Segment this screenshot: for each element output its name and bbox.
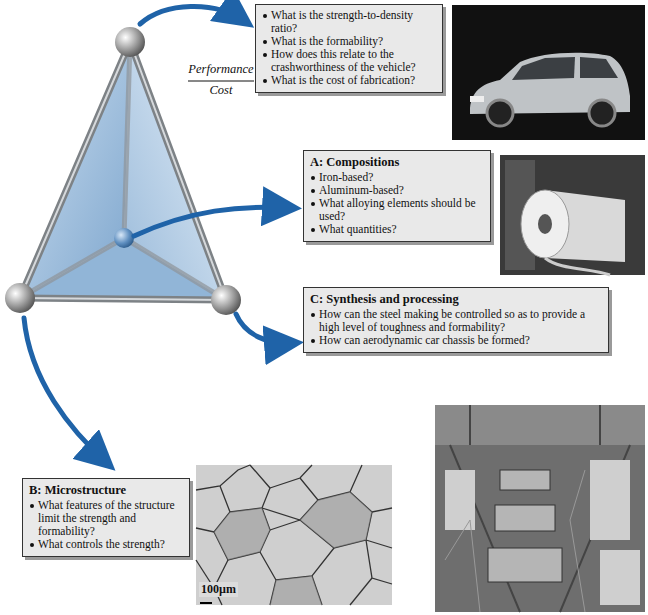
bullet-text: What controls the strength?: [38, 538, 165, 550]
bullet-row: How can the steel making be controlled s…: [310, 308, 602, 334]
bullet-text: Aluminum-based?: [319, 184, 404, 196]
bullet-row: How does this relate to the crashworthin…: [262, 48, 436, 74]
bullet-text: What is the strength-to-density ratio?: [271, 9, 413, 34]
bullet-dot: [263, 79, 267, 83]
bullet-text: What is the formability?: [271, 35, 383, 47]
bullet-dot: [311, 228, 315, 232]
bullet-text: How can the steel making be controlled s…: [319, 308, 585, 333]
box-heading: B: Microstructure: [29, 483, 183, 498]
bullet-text: What is the cost of fabrication?: [271, 74, 415, 86]
bullet-text: What quantities?: [319, 223, 397, 235]
bullet-text: How can aerodynamic car chassis be forme…: [319, 334, 530, 346]
bullet-row: What features of the structure limit the…: [29, 499, 183, 538]
bullet-dot: [311, 189, 315, 193]
bullet-dot: [263, 40, 267, 44]
bullet-row: What controls the strength?: [29, 538, 183, 551]
processing-box: C: Synthesis and processingHow can the s…: [303, 287, 609, 353]
bullet-text: How does this relate to the crashworthin…: [271, 48, 416, 73]
ratio-label: Cost: [186, 83, 256, 98]
bullet-row: How can aerodynamic car chassis be forme…: [310, 334, 602, 347]
bullet-dot: [311, 202, 315, 206]
bullet-row: Aluminum-based?: [310, 184, 484, 197]
bullet-text: Iron-based?: [319, 171, 373, 183]
bullet-row: What is the strength-to-density ratio?: [262, 9, 436, 35]
bullet-dot: [311, 339, 315, 343]
bullet-row: What quantities?: [310, 223, 484, 236]
scale-label: 100µm: [199, 582, 238, 597]
bullet-dot: [263, 14, 267, 18]
box-heading: A: Compositions: [310, 155, 484, 170]
bullet-dot: [30, 543, 34, 547]
bullet-row: Iron-based?: [310, 171, 484, 184]
microstructure-box: B: MicrostructureWhat features of the st…: [22, 478, 190, 557]
bullet-dot: [263, 53, 267, 57]
bullet-dot: [311, 313, 315, 317]
ratio-label: Performance: [186, 62, 256, 77]
bullet-row: What is the cost of fabrication?: [262, 74, 436, 87]
bullet-text: What features of the structure limit the…: [38, 499, 175, 537]
bullet-dot: [311, 176, 315, 180]
box-heading: C: Synthesis and processing: [310, 292, 602, 307]
bullet-row: What is the formability?: [262, 35, 436, 48]
composition-box: A: CompositionsIron-based?Aluminum-based…: [303, 150, 491, 242]
bullet-text: What alloying elements should be used?: [319, 197, 476, 222]
bullet-dot: [30, 504, 34, 508]
question-box: What is the strength-to-density ratio?Wh…: [255, 4, 443, 93]
bullet-row: What alloying elements should be used?: [310, 197, 484, 223]
